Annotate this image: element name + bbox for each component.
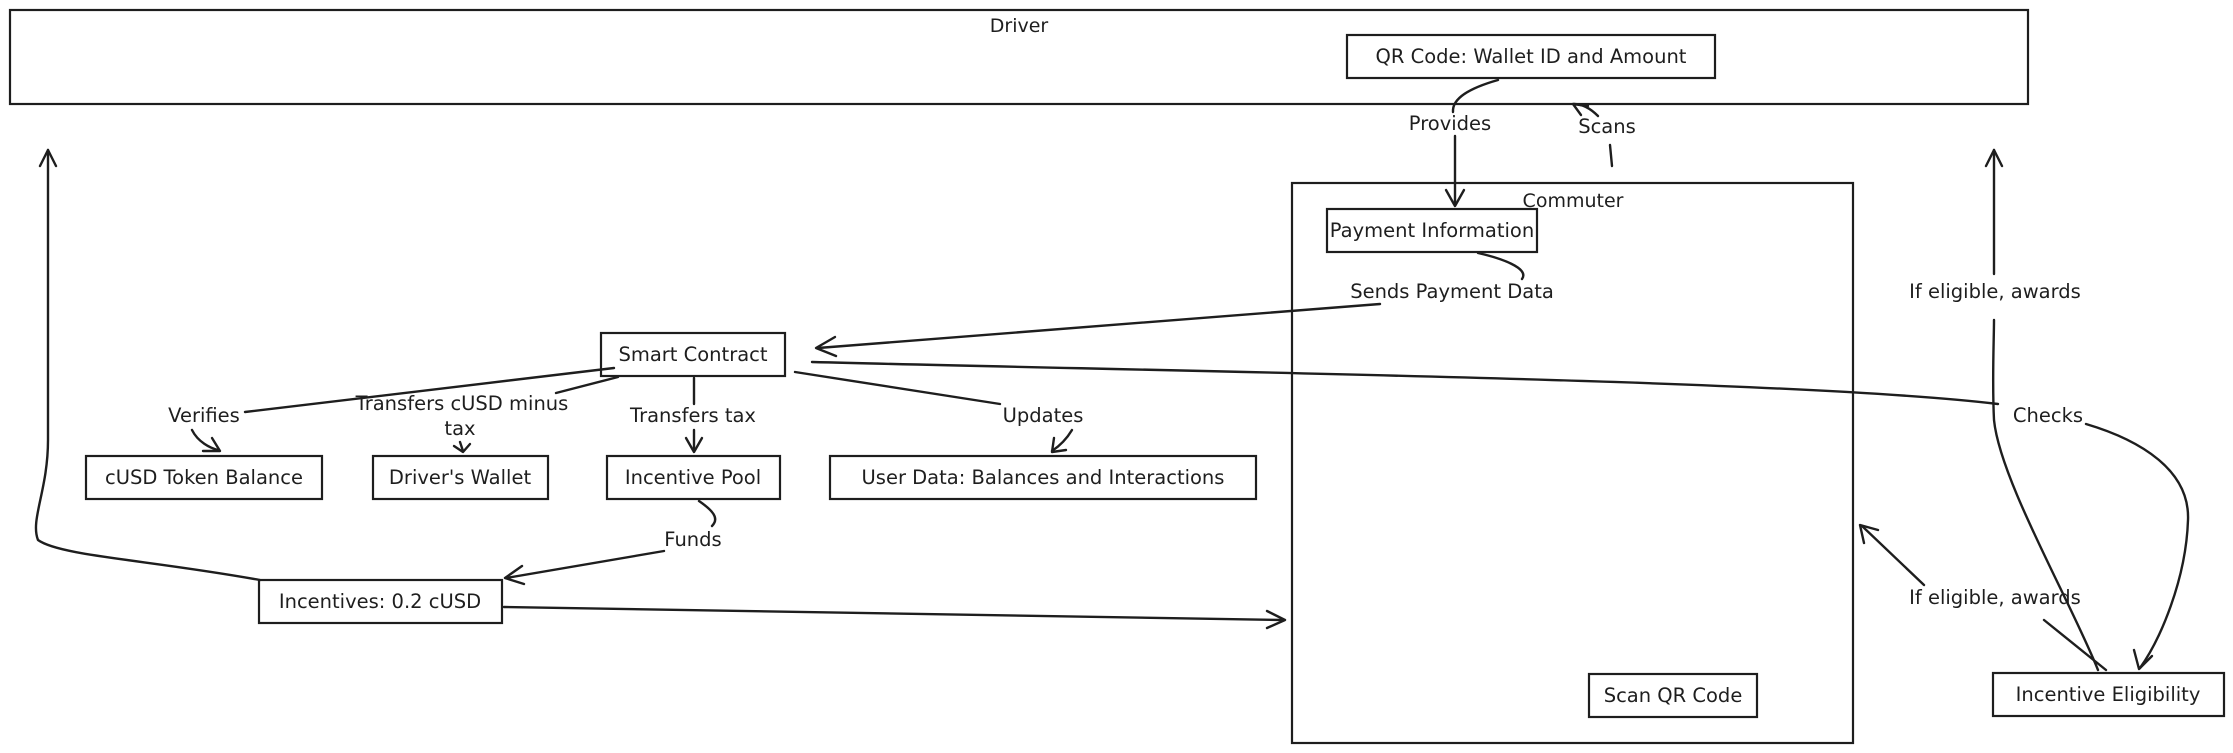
edge-funds-line-b: [504, 549, 666, 580]
commuter-group-border: [1290, 181, 1855, 745]
node-smart-contract[interactable]: Smart Contract: [599, 331, 787, 378]
edge-awards-driver-label: If eligible, awards: [1909, 280, 2081, 303]
edge-incentives-to-commuter-line: [502, 605, 1286, 622]
edge-incentives-to-commuter-arrowhead: [1265, 609, 1287, 630]
edge-sends-line-a: [1476, 251, 1525, 281]
node-incentive-eligibility-label: Incentive Eligibility: [2016, 683, 2201, 706]
edge-awards-commuter-arrowhead: [1858, 523, 1880, 545]
edge-checks: Checks: [810, 360, 2190, 671]
edge-verifies: Verifies: [168, 366, 616, 453]
edge-awards-commuter-line-b: [1860, 524, 1926, 587]
edge-awards-driver-line-a: [1991, 318, 2100, 672]
edge-sends-arrowhead: [814, 335, 838, 358]
edge-provides: Provides: [1409, 78, 1500, 208]
edge-transfers-cusd-line-b: [458, 440, 465, 453]
node-incentive-pool-label: Incentive Pool: [625, 466, 761, 489]
edge-incentives-to-commuter: [502, 605, 1287, 630]
edge-funds-arrowhead: [503, 564, 526, 586]
edge-transfers-cusd-label-1: Transfers cUSD minus: [355, 392, 569, 415]
node-drivers-wallet[interactable]: Driver's Wallet: [371, 454, 550, 501]
node-cusd-token-balance-label: cUSD Token Balance: [105, 466, 303, 489]
node-user-data-label: User Data: Balances and Interactions: [862, 466, 1225, 489]
edge-awards-commuter: If eligible, awards: [1858, 523, 2108, 672]
edge-transfers-tax-arrowhead: [684, 436, 704, 454]
edge-updates: Updates: [793, 370, 1084, 454]
edge-incentives-to-driver: [34, 148, 262, 582]
edge-provides-label: Provides: [1409, 112, 1491, 135]
edge-verifies-arrowhead: [201, 436, 222, 453]
edge-transfers-cusd: Transfers cUSD minus tax: [355, 375, 620, 454]
node-scan-qr-code[interactable]: Scan QR Code: [1587, 672, 1759, 719]
edge-updates-label: Updates: [1003, 404, 1084, 427]
node-drivers-wallet-label: Driver's Wallet: [389, 466, 532, 489]
node-incentives-label: Incentives: 0.2 cUSD: [279, 590, 481, 613]
edge-transfers-tax-label: Transfers tax: [629, 404, 756, 427]
driver-group-border: [8, 8, 2030, 106]
node-qr-code[interactable]: QR Code: Wallet ID and Amount: [1345, 33, 1717, 80]
edge-updates-line-b: [1050, 428, 1074, 453]
edge-incentives-to-driver-arrowhead: [38, 148, 58, 168]
edge-transfers-cusd-arrowhead: [452, 442, 472, 454]
edge-awards-driver: If eligible, awards: [1909, 148, 2100, 672]
node-payment-information-label: Payment Information: [1330, 219, 1534, 242]
edge-checks-line-b: [2084, 422, 2190, 670]
node-incentives[interactable]: Incentives: 0.2 cUSD: [257, 578, 504, 625]
edge-transfers-tax: Transfers tax: [629, 376, 756, 454]
edge-verifies-line-b: [190, 428, 220, 452]
edge-provides-arrowhead: [1444, 188, 1466, 208]
edge-sends-payment-data: Sends Payment Data: [814, 251, 1554, 358]
node-user-data[interactable]: User Data: Balances and Interactions: [828, 454, 1258, 501]
node-smart-contract-label: Smart Contract: [618, 343, 767, 366]
node-incentive-pool[interactable]: Incentive Pool: [605, 454, 782, 501]
edge-funds: Funds: [503, 499, 722, 586]
edge-updates-line-a: [793, 370, 1002, 406]
node-incentive-eligibility[interactable]: Incentive Eligibility: [1991, 671, 2226, 718]
node-qr-code-label: QR Code: Wallet ID and Amount: [1376, 45, 1687, 68]
edge-funds-line-a: [697, 499, 717, 528]
edge-checks-arrowhead: [2132, 648, 2154, 671]
commuter-group-label: Commuter: [1523, 190, 1624, 212]
edge-updates-arrowhead: [1050, 436, 1068, 454]
edge-sends-line-b: [816, 302, 1382, 350]
edge-verifies-label: Verifies: [168, 404, 240, 427]
edge-transfers-cusd-line-a: [554, 375, 620, 395]
edge-scans: Scans: [1571, 102, 1636, 168]
edge-checks-label: Checks: [2013, 404, 2083, 427]
node-scan-qr-code-label: Scan QR Code: [1604, 684, 1743, 707]
edge-scans-arrowhead: [1571, 102, 1590, 117]
driver-group: Driver: [8, 8, 2030, 106]
edge-sends-payment-data-label: Sends Payment Data: [1350, 280, 1554, 303]
edge-transfers-cusd-label-2: tax: [444, 417, 475, 440]
node-payment-information[interactable]: Payment Information: [1325, 207, 1539, 254]
edge-incentives-to-driver-line: [34, 148, 262, 582]
edge-awards-commuter-line-a: [2042, 618, 2108, 672]
node-cusd-token-balance[interactable]: cUSD Token Balance: [84, 454, 324, 501]
edge-verifies-line-a: [243, 366, 616, 414]
commuter-group: Commuter: [1290, 181, 1855, 745]
edge-scans-label: Scans: [1578, 115, 1636, 138]
driver-group-label: Driver: [990, 15, 1049, 37]
edge-provides-line-a: [1451, 78, 1500, 114]
edge-checks-line-a: [810, 360, 2000, 406]
edge-funds-label: Funds: [664, 528, 721, 551]
edge-scans-line-a: [1608, 143, 1614, 168]
edge-awards-commuter-label: If eligible, awards: [1909, 586, 2081, 609]
edge-awards-driver-arrowhead: [1984, 148, 2004, 168]
